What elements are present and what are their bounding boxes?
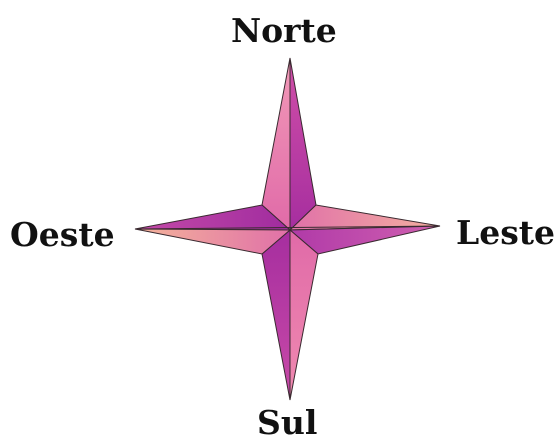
east-point	[290, 205, 440, 254]
west-point	[135, 205, 290, 254]
east-label: Leste	[456, 216, 555, 249]
north-point	[262, 58, 316, 230]
north-label: Norte	[231, 14, 337, 47]
west-label: Oeste	[10, 218, 115, 251]
south-label: Sul	[257, 406, 317, 439]
